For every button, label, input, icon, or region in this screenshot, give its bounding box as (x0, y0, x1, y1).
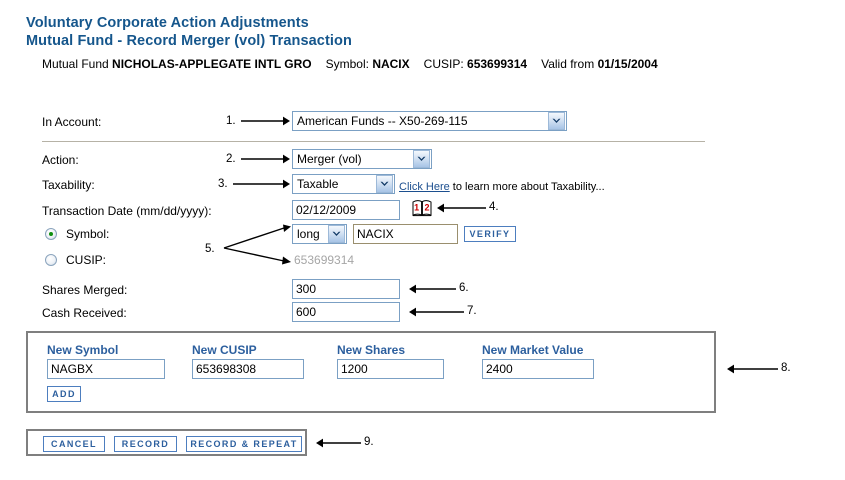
section-divider (42, 141, 705, 142)
verify-button[interactable]: VERIFY (464, 226, 516, 242)
taxability-help: Click Here to learn more about Taxabilit… (399, 181, 605, 193)
in-account-label: In Account: (42, 115, 102, 129)
radio-symbol[interactable] (45, 228, 57, 240)
annotation-3-arrow (233, 179, 290, 189)
new-symbol-input[interactable]: NAGBX (47, 359, 165, 379)
action-label: Action: (42, 153, 79, 167)
taxability-label: Taxability: (42, 178, 95, 192)
annotation-9-number: 9. (364, 436, 374, 448)
action-select-value: Merger (vol) (297, 152, 362, 166)
shares-merged-label: Shares Merged: (42, 283, 128, 297)
chevron-down-icon[interactable] (376, 175, 393, 193)
taxability-select-value: Taxable (297, 177, 339, 191)
annotation-6-arrow (409, 284, 456, 294)
radio-cusip-label: CUSIP: (66, 253, 107, 267)
add-button[interactable]: ADD (47, 386, 81, 402)
annotation-7-number: 7. (467, 305, 477, 317)
page-title-line-1: Voluntary Corporate Action Adjustments (26, 15, 309, 31)
new-market-value-input[interactable]: 2400 (482, 359, 594, 379)
valid-from-value: 01/15/2004 (597, 57, 658, 71)
shares-merged-input[interactable]: 300 (292, 279, 400, 299)
annotation-4-arrow (437, 203, 486, 213)
taxability-help-link[interactable]: Click Here (399, 181, 450, 193)
chevron-down-icon[interactable] (328, 225, 345, 243)
annotation-6-number: 6. (459, 282, 469, 294)
new-shares-header: New Shares (337, 343, 406, 357)
symbol-value: NACIX (372, 57, 410, 71)
record-button[interactable]: RECORD (114, 436, 177, 452)
annotation-1-arrow (241, 116, 290, 126)
position-type-select[interactable]: long (292, 224, 347, 244)
svg-text:1: 1 (414, 202, 419, 212)
svg-text:2: 2 (424, 202, 429, 212)
chevron-down-icon[interactable] (548, 112, 565, 130)
cusip-value: 653699314 (467, 57, 528, 71)
new-market-value-header: New Market Value (482, 343, 584, 357)
radio-symbol-label: Symbol: (66, 227, 110, 241)
action-bar: CANCEL RECORD RECORD & REPEAT (26, 429, 307, 456)
new-shares-input[interactable]: 1200 (337, 359, 444, 379)
annotation-2-number: 2. (226, 153, 236, 165)
annotation-7-arrow (409, 307, 464, 317)
fund-info: Mutual Fund NICHOLAS-APPLEGATE INTL GRO S… (42, 56, 682, 72)
symbol-label: Symbol: (325, 57, 369, 71)
annotation-9-arrow (316, 438, 361, 448)
valid-from-label: Valid from (541, 57, 595, 71)
cusip-disabled-value: 653699314 (294, 253, 355, 267)
cancel-button[interactable]: CANCEL (43, 436, 105, 452)
symbol-input[interactable]: NACIX (353, 224, 458, 244)
annotation-5-number: 5. (205, 243, 215, 255)
radio-cusip[interactable] (45, 254, 57, 266)
in-account-select-value: American Funds -- X50-269-115 (297, 114, 468, 128)
fund-name: NICHOLAS-APPLEGATE INTL GRO (112, 57, 312, 71)
new-position-panel: New Symbol NAGBX New CUSIP 653698308 New… (26, 331, 716, 413)
position-type-value: long (297, 227, 320, 241)
annotation-8-arrow (727, 364, 778, 374)
in-account-select[interactable]: American Funds -- X50-269-115 (292, 111, 567, 131)
annotation-8-number: 8. (781, 362, 791, 374)
cusip-label: CUSIP: (423, 57, 464, 71)
action-select[interactable]: Merger (vol) (292, 149, 432, 169)
taxability-help-tail: to learn more about Taxability... (449, 181, 605, 193)
new-symbol-header: New Symbol (47, 343, 119, 357)
cash-received-label: Cash Received: (42, 306, 127, 320)
transaction-date-label: Transaction Date (mm/dd/yyyy): (42, 204, 212, 218)
page-title: Voluntary Corporate Action Adjustments M… (26, 14, 352, 50)
fund-label: Mutual Fund (42, 57, 109, 71)
annotation-3-number: 3. (218, 178, 228, 190)
annotation-1-number: 1. (226, 115, 236, 127)
calendar-picker-icon[interactable]: 1 2 (412, 199, 432, 217)
page-title-line-2: Mutual Fund - Record Merger (vol) Transa… (26, 33, 352, 49)
record-and-repeat-button[interactable]: RECORD & REPEAT (186, 436, 302, 452)
new-cusip-header: New CUSIP (192, 343, 257, 357)
cash-received-input[interactable]: 600 (292, 302, 400, 322)
chevron-down-icon[interactable] (413, 150, 430, 168)
annotation-2-arrow (241, 154, 290, 164)
transaction-date-input[interactable]: 02/12/2009 (292, 200, 400, 220)
taxability-select[interactable]: Taxable (292, 174, 395, 194)
new-cusip-input[interactable]: 653698308 (192, 359, 304, 379)
annotation-4-number: 4. (489, 201, 499, 213)
annotation-5-arrow (223, 224, 291, 265)
